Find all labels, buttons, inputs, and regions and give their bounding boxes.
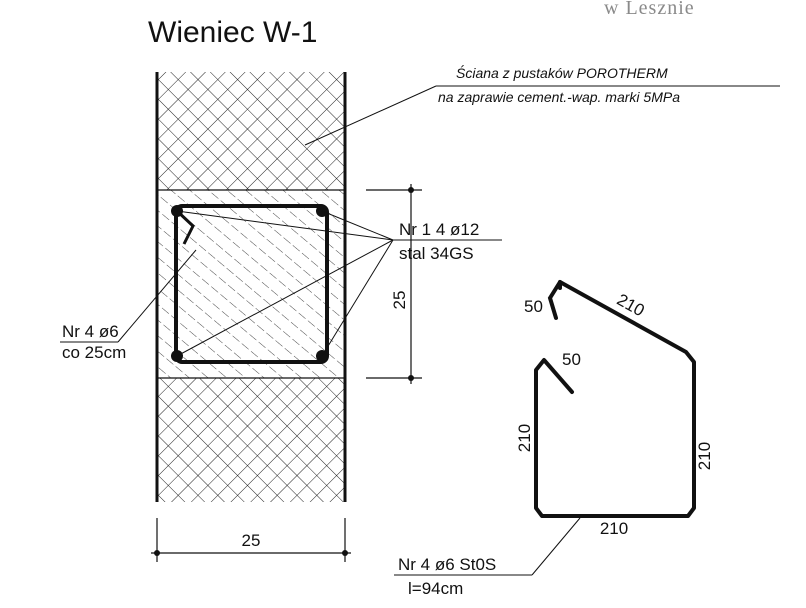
stirrup-spec-line1: Nr 4 ø6 St0S — [398, 555, 496, 574]
width-dim-tick-left — [154, 550, 160, 556]
width-dim-tick-right — [342, 550, 348, 556]
shape-hook-inner: 50 — [562, 350, 581, 369]
shape-bottom-side: 210 — [600, 519, 628, 538]
stirrup-spec-line2: l=94cm — [408, 579, 463, 598]
rebar-label-line2: stal 34GS — [399, 244, 474, 263]
stirrup-spacing-line1: Nr 4 ø6 — [62, 322, 119, 341]
height-dim-tick-top — [408, 187, 414, 193]
shape-left-side: 210 — [515, 424, 534, 452]
shape-hook-top: 50 — [524, 297, 543, 316]
stirrup-spacing-line2: co 25cm — [62, 343, 126, 362]
wall-hatch-upper — [157, 72, 345, 190]
shape-right-side: 210 — [695, 442, 714, 470]
wall-note-line2: na zaprawie cement.-wap. marki 5MPa — [438, 89, 680, 105]
height-dim-tick-bottom — [408, 375, 414, 381]
stirrup-hook — [174, 208, 195, 245]
stamp-text: w Lesznie — [604, 0, 695, 19]
wall-note-leader — [304, 85, 780, 146]
height-dim-value: 25 — [390, 291, 409, 310]
width-dim-value: 25 — [242, 531, 261, 550]
stirrup-bent-shape — [534, 280, 696, 518]
stirrup-spec-leader — [394, 517, 581, 576]
drawing-title: Wieniec W-1 — [148, 16, 317, 49]
height-dimension — [366, 184, 422, 384]
stirrup-top-hook — [547, 280, 562, 320]
wall-hatch-lower — [157, 378, 345, 502]
rebar-label-line1: Nr 1 4 ø12 — [399, 220, 479, 239]
wall-note-line1: Ściana z pustaków POROTHERM — [456, 64, 668, 81]
stirrup-section — [174, 204, 329, 364]
stirrup-spacing-leader — [60, 249, 197, 343]
